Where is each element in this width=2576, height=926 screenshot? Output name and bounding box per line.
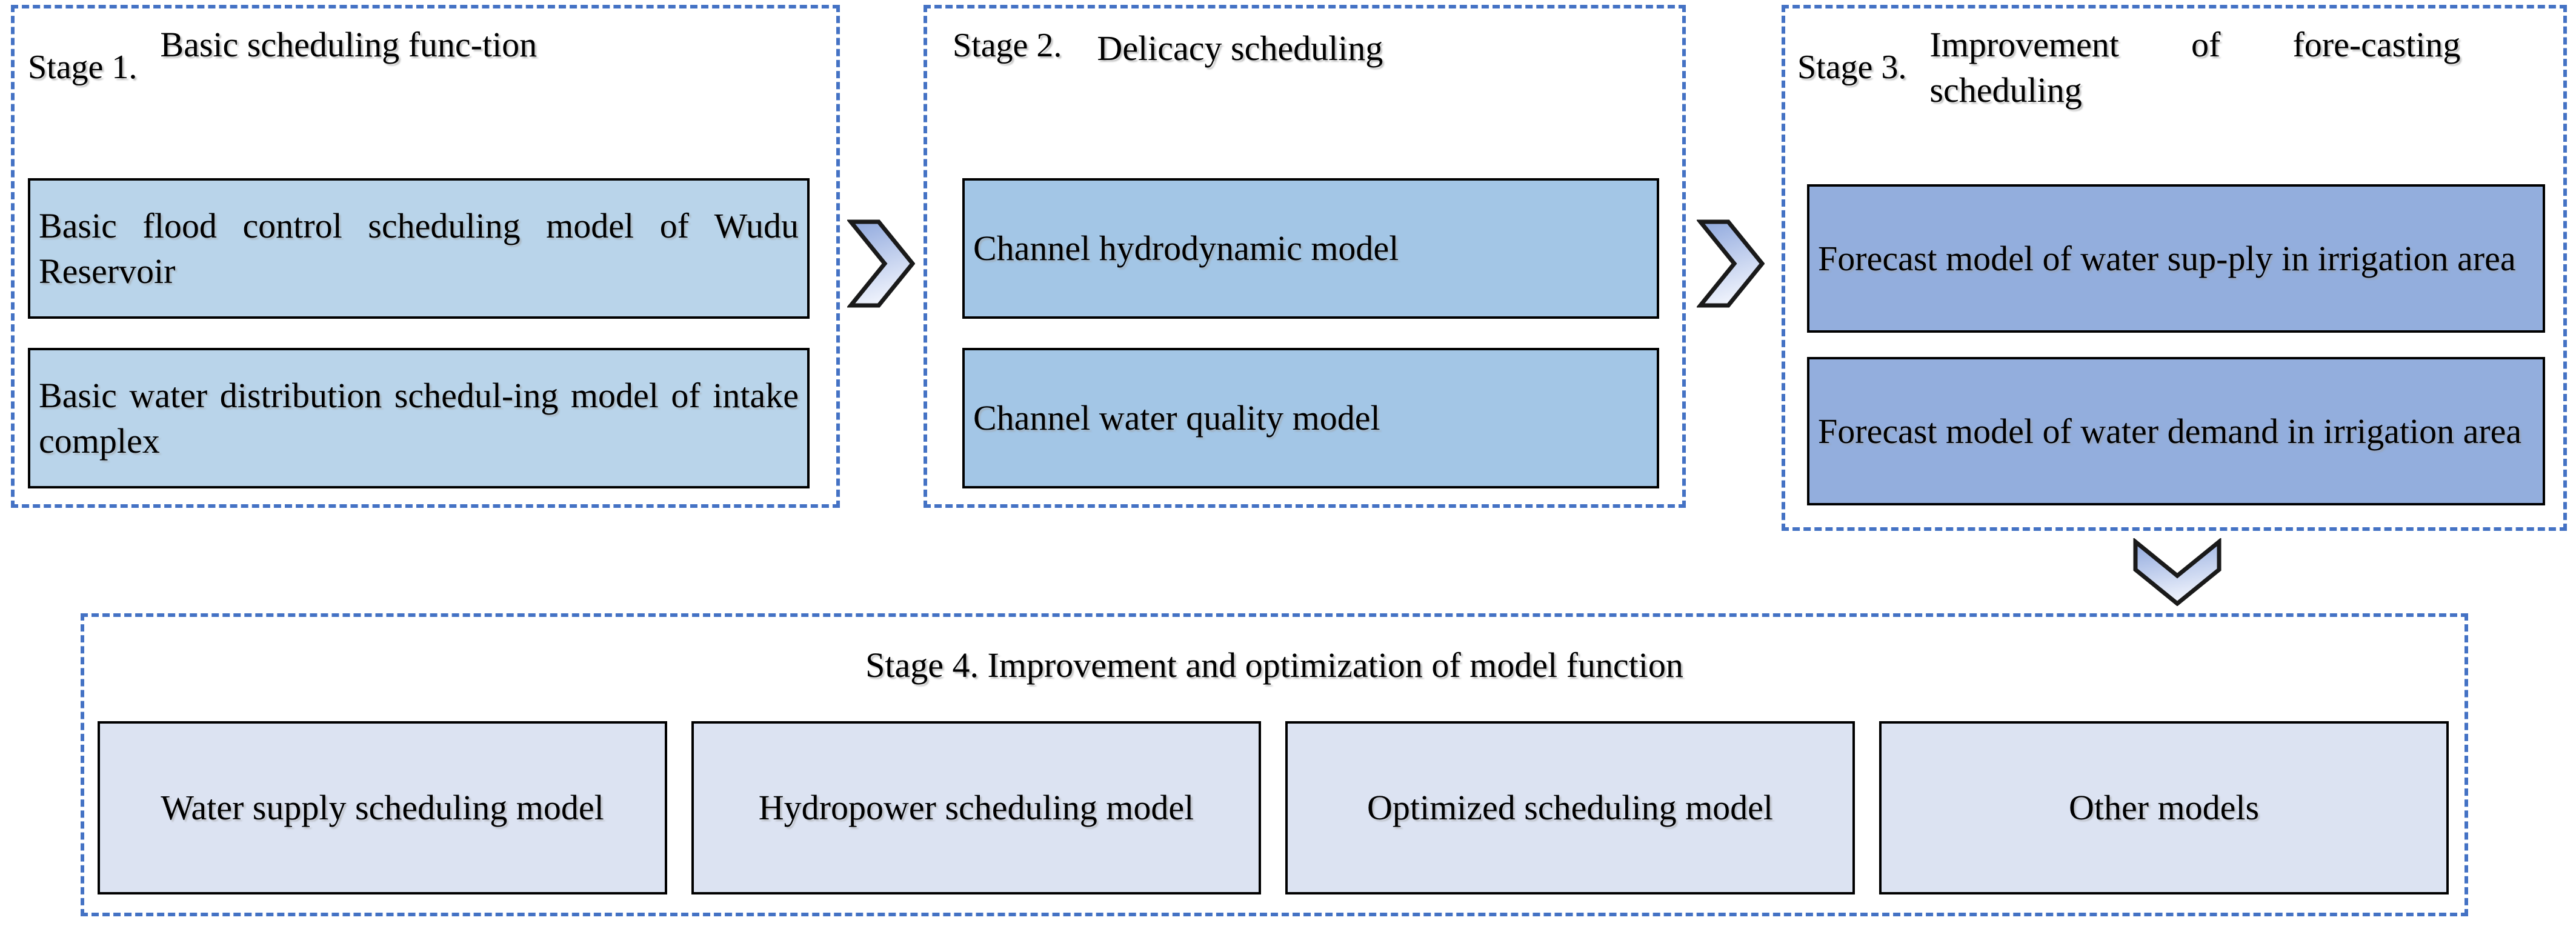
stage-3-label: Stage 3. (1797, 48, 1907, 86)
stage-1-label: Stage 1. (28, 48, 138, 86)
model-box[interactable]: Channel hydrodynamic model (962, 178, 1659, 319)
model-box[interactable]: Channel water quality model (962, 348, 1659, 488)
model-box-label: Water supply scheduling model (161, 788, 604, 828)
model-box-label: Channel water quality model (973, 398, 1380, 438)
model-box[interactable]: Basic flood control scheduling model of … (28, 178, 810, 319)
model-box-label: Basic flood control scheduling model of … (39, 205, 799, 291)
stage-2-container: Stage 2. Delicacy scheduling Channel hyd… (924, 5, 1686, 508)
stage-4-container: Stage 4. Improvement and optimization of… (81, 613, 2468, 916)
stage-3-header: Stage 3. Improvement of fore-casting sch… (1797, 22, 2561, 113)
model-box-label: Forecast model of water demand in irriga… (1818, 411, 2522, 451)
model-box-label: Channel hydrodynamic model (973, 228, 1399, 268)
model-box-label: Other models (2068, 788, 2260, 828)
stage-1-header: Stage 1. Basic scheduling func-tion (28, 22, 816, 85)
chevron-right-icon (846, 218, 916, 309)
model-box[interactable]: Hydropower scheduling model (691, 721, 1261, 894)
model-box-label: Basic water distribution schedul-ing mod… (39, 375, 799, 461)
model-box[interactable]: Basic water distribution schedul-ing mod… (28, 348, 810, 488)
chevron-down-icon (2132, 537, 2223, 607)
model-box[interactable]: Other models (1879, 721, 2449, 894)
stage-2-description: Delicacy scheduling (1097, 28, 1383, 68)
stage-3-description: Improvement of fore-casting scheduling (1929, 25, 2461, 110)
chevron-right-icon (1696, 218, 1765, 309)
stage-1-container: Stage 1. Basic scheduling func-tion Basi… (11, 5, 840, 508)
model-box[interactable]: Forecast model of water demand in irriga… (1807, 357, 2545, 505)
stage-1-description: Basic scheduling func-tion (160, 25, 537, 64)
stage-3-container: Stage 3. Improvement of fore-casting sch… (1782, 5, 2567, 531)
stage-2-label: Stage 2. (953, 27, 1062, 64)
model-box-label: Hydropower scheduling model (758, 788, 1194, 828)
model-box[interactable]: Water supply scheduling model (98, 721, 667, 894)
stage-2-header: Stage 2. Delicacy scheduling (953, 25, 1668, 71)
model-box-label: Forecast model of water sup-ply in irrig… (1818, 238, 2516, 278)
stage-4-title: Stage 4. Improvement and optimization of… (865, 645, 1683, 685)
model-box[interactable]: Forecast model of water sup-ply in irrig… (1807, 184, 2545, 333)
model-box[interactable]: Optimized scheduling model (1285, 721, 1855, 894)
model-box-label: Optimized scheduling model (1366, 788, 1774, 828)
